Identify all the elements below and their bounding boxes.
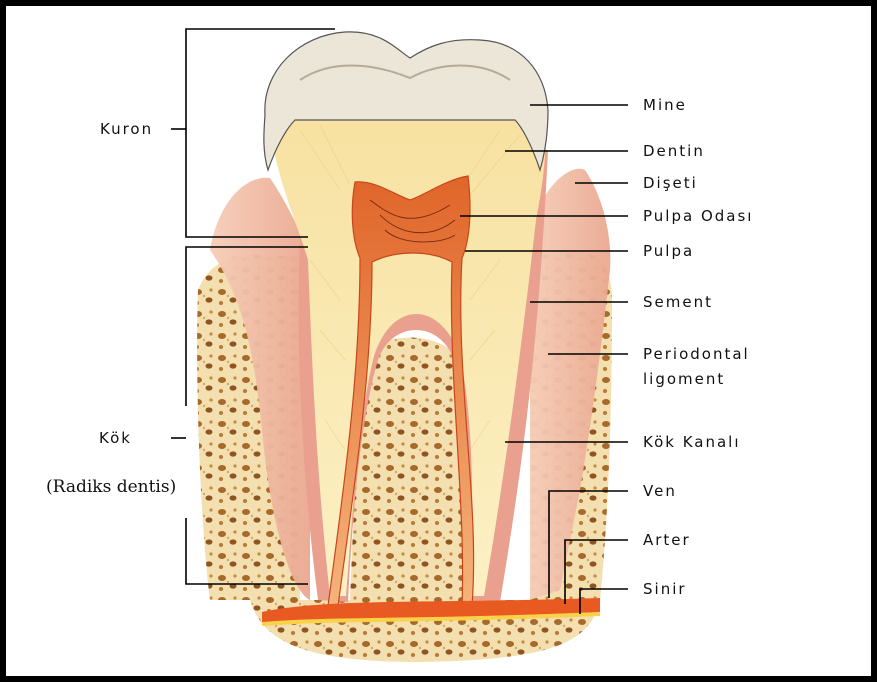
label-arter: Arter [643,531,691,549]
label-dentin: Dentin [643,142,705,160]
label-radiks-dentis: (Radiks dentis) [46,477,176,497]
label-kuron: Kuron [100,120,153,138]
label-ven: Ven [643,482,677,500]
diagram-panel: Kuron Kök (Radiks dentis) Mine Dentin Di… [6,6,871,676]
label-diseti: Dişeti [643,174,698,192]
label-mine: Mine [643,96,687,114]
label-kok-kanali: Kök Kanalı [643,433,741,451]
label-sinir: Sinir [643,580,687,598]
label-pulpa: Pulpa [643,242,694,260]
label-pulpa-odasi: Pulpa Odası [643,207,753,225]
label-ligoment: ligoment [643,370,725,388]
label-kok: Kök [99,429,132,447]
tooth-diagram: Kuron Kök (Radiks dentis) Mine Dentin Di… [6,6,871,676]
label-periodontal: Periodontal [643,345,750,363]
label-sement: Sement [643,293,713,311]
